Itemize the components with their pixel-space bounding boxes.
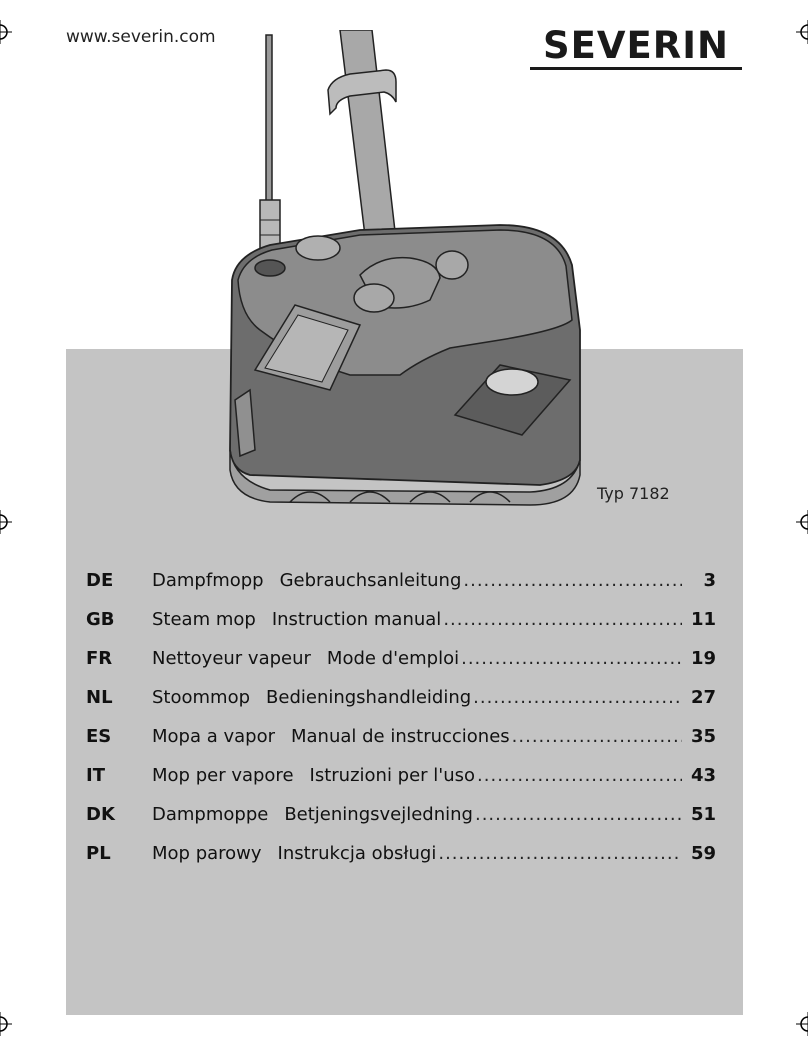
page-number: 35 xyxy=(690,726,716,747)
dot-leader xyxy=(512,724,682,750)
toc-row-es[interactable]: ES Mopa a vapor Manual de instrucciones … xyxy=(86,724,716,763)
manual-title: Betjeningsvejledning xyxy=(284,804,473,825)
dot-leader xyxy=(461,646,682,672)
brand-logo-underline xyxy=(530,67,742,70)
dot-leader xyxy=(463,568,682,594)
product-name: Dampmoppe xyxy=(152,804,269,825)
dot-leader xyxy=(477,763,682,789)
toc-row-nl[interactable]: NL Stoommop Bedieningshandleiding 27 xyxy=(86,685,716,724)
manual-title: Bedieningshandleiding xyxy=(266,687,472,708)
language-code: ES xyxy=(86,726,112,747)
page-number: 11 xyxy=(690,609,716,630)
page-number: 3 xyxy=(703,570,716,591)
language-code: DE xyxy=(86,570,114,591)
manual-title: Instruction manual xyxy=(271,609,442,630)
product-name: Nettoyeur vapeur xyxy=(152,648,311,669)
language-code: NL xyxy=(86,687,113,708)
language-table-of-contents: DE Dampfmopp Gebrauchsanleitung 3 GB Ste… xyxy=(86,568,716,880)
page-number: 59 xyxy=(690,843,716,864)
manual-title: Gebrauchsanleitung xyxy=(279,570,462,591)
manual-title: Manual de instrucciones xyxy=(291,726,510,747)
language-code: IT xyxy=(86,765,105,786)
toc-row-pl[interactable]: PL Mop parowy Instrukcja obsługi 59 xyxy=(86,841,716,880)
product-name: Stoommop xyxy=(152,687,251,708)
page-number: 27 xyxy=(690,687,716,708)
toc-row-dk[interactable]: DK Dampmoppe Betjeningsvejledning 51 xyxy=(86,802,716,841)
registration-mark-icon xyxy=(0,510,12,534)
registration-mark-icon xyxy=(0,20,12,44)
brand-logo: SEVERIN xyxy=(542,24,730,67)
product-name: Mopa a vapor xyxy=(152,726,275,747)
manual-title: Instrukcja obsługi xyxy=(277,843,437,864)
product-name: Mop per vapore xyxy=(152,765,294,786)
manual-title: Istruzioni per l'uso xyxy=(309,765,476,786)
language-code: GB xyxy=(86,609,115,630)
dot-leader xyxy=(475,802,682,828)
website-url: www.severin.com xyxy=(66,27,216,47)
language-code: FR xyxy=(86,648,113,669)
product-name: Steam mop xyxy=(152,609,256,630)
manual-title: Mode d'emploi xyxy=(326,648,460,669)
page-number: 51 xyxy=(690,804,716,825)
registration-mark-icon xyxy=(796,20,808,44)
toc-row-fr[interactable]: FR Nettoyeur vapeur Mode d'emploi 19 xyxy=(86,646,716,685)
toc-row-de[interactable]: DE Dampfmopp Gebrauchsanleitung 3 xyxy=(86,568,716,607)
steam-mop-illustration xyxy=(229,30,581,506)
language-code: DK xyxy=(86,804,115,825)
dot-leader xyxy=(443,607,682,633)
product-name: Dampfmopp xyxy=(152,570,264,591)
language-code: PL xyxy=(86,843,111,864)
model-type-label: Typ 7182 xyxy=(597,484,670,503)
toc-row-it[interactable]: IT Mop per vapore Istruzioni per l'uso 4… xyxy=(86,763,716,802)
toc-row-gb[interactable]: GB Steam mop Instruction manual 11 xyxy=(86,607,716,646)
registration-mark-icon xyxy=(796,510,808,534)
page-number: 19 xyxy=(690,648,716,669)
registration-mark-icon xyxy=(0,1012,12,1036)
dot-leader xyxy=(473,685,682,711)
product-name: Mop parowy xyxy=(152,843,262,864)
dot-leader xyxy=(438,841,682,867)
registration-mark-icon xyxy=(796,1012,808,1036)
page-number: 43 xyxy=(690,765,716,786)
